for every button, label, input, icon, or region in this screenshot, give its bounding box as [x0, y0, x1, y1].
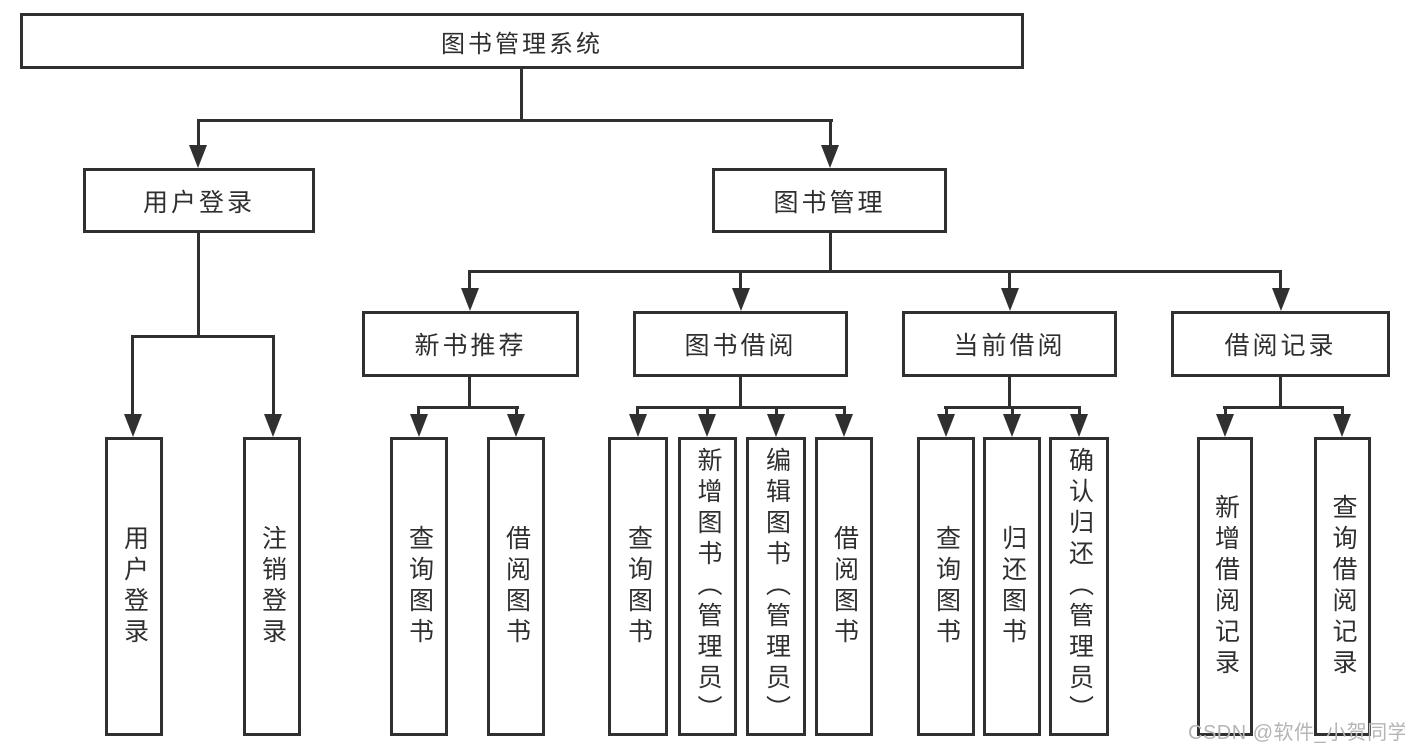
node-user-login: 用户登录: [83, 168, 315, 233]
connector-user-login-bar: [131, 335, 275, 338]
arrow-down-icon: [264, 414, 282, 437]
arrow-down-icon: [410, 414, 428, 437]
leaf-add-books-admin: 新增图书（管理员）: [678, 437, 737, 736]
connector-leaf-bar: [1223, 406, 1344, 409]
arrow-down-icon: [124, 414, 142, 437]
leaf-confirm-return-admin: 确认归还（管理员）: [1049, 437, 1109, 736]
arrow-down-icon: [629, 414, 647, 437]
arrow-down-icon: [1216, 414, 1234, 437]
csdn-watermark: CSDN @软件_小贺同学: [1188, 722, 1405, 744]
arrow-down-icon: [1333, 414, 1351, 437]
leaf-query-books: 查询图书: [608, 437, 668, 736]
arrow-down-icon: [507, 414, 525, 437]
arrow-down-icon: [1003, 414, 1021, 437]
node-root-library-system: 图书管理系统: [20, 13, 1024, 69]
connector-leaf-drop: [945, 406, 948, 418]
arrow-down-icon: [1070, 414, 1088, 437]
connector-leaf-drop: [843, 406, 846, 418]
leaf-add-borrow-record: 新增借阅记录: [1197, 437, 1253, 736]
connector-group-stem: [1279, 377, 1282, 409]
leaf-return-books: 归还图书: [983, 437, 1041, 736]
arrow-down-icon: [698, 414, 716, 437]
node-current-borrowing: 当前借阅: [902, 311, 1117, 377]
connector-leaf-drop: [775, 406, 778, 418]
connector-level3-bar: [468, 270, 1282, 273]
connector-leaf-drop: [515, 406, 518, 418]
connector-group-stem: [1008, 377, 1011, 409]
connector-book-mgmt-drop: [829, 119, 832, 149]
leaf-query-books: 查询图书: [917, 437, 975, 736]
arrow-down-icon: [835, 414, 853, 437]
leaf-edit-books-admin: 编辑图书（管理员）: [746, 437, 806, 736]
arrow-down-icon: [821, 145, 839, 168]
connector-leaf-drop: [1011, 406, 1014, 418]
connector-user-login-drop: [197, 119, 200, 149]
arrow-down-icon: [767, 414, 785, 437]
connector-leaf-drop: [417, 406, 420, 418]
connector-leaf-drop: [131, 335, 134, 417]
connector-leaf-drop: [1341, 406, 1344, 418]
connector-leaf-bar: [417, 406, 519, 409]
arrow-down-icon: [189, 145, 207, 168]
connector-level2-bar: [197, 119, 833, 122]
connector-group-drop: [468, 270, 471, 291]
node-borrowing-records: 借阅记录: [1171, 311, 1390, 377]
connector-leaf-drop: [636, 406, 639, 418]
arrow-down-icon: [461, 288, 479, 311]
arrow-down-icon: [1001, 288, 1019, 311]
connector-book-mgmt-stem: [829, 233, 832, 272]
leaf-query-borrow-record: 查询借阅记录: [1314, 437, 1371, 736]
node-book-management: 图书管理: [712, 168, 947, 233]
connector-group-drop: [1279, 270, 1282, 291]
connector-group-stem: [739, 377, 742, 409]
leaf-borrow-books: 借阅图书: [487, 437, 545, 736]
leaf-logout: 注销登录: [243, 437, 301, 736]
connector-root-stem: [520, 69, 523, 122]
leaf-query-books: 查询图书: [390, 437, 448, 736]
connector-group-stem: [468, 377, 471, 409]
connector-leaf-drop: [272, 335, 275, 417]
connector-leaf-drop: [1078, 406, 1081, 418]
connector-group-drop: [1008, 270, 1011, 291]
arrow-down-icon: [937, 414, 955, 437]
node-book-borrowing: 图书借阅: [633, 311, 848, 377]
connector-group-drop: [739, 270, 742, 291]
arrow-down-icon: [1272, 288, 1290, 311]
arrow-down-icon: [732, 288, 750, 311]
connector-leaf-drop: [706, 406, 709, 418]
node-new-book-recommend: 新书推荐: [362, 311, 579, 377]
leaf-user-login: 用户登录: [105, 437, 163, 736]
leaf-borrow-books: 借阅图书: [815, 437, 873, 736]
connector-user-login-stem: [197, 233, 200, 337]
connector-leaf-drop: [1224, 406, 1227, 418]
connector-leaf-bar: [636, 406, 846, 409]
